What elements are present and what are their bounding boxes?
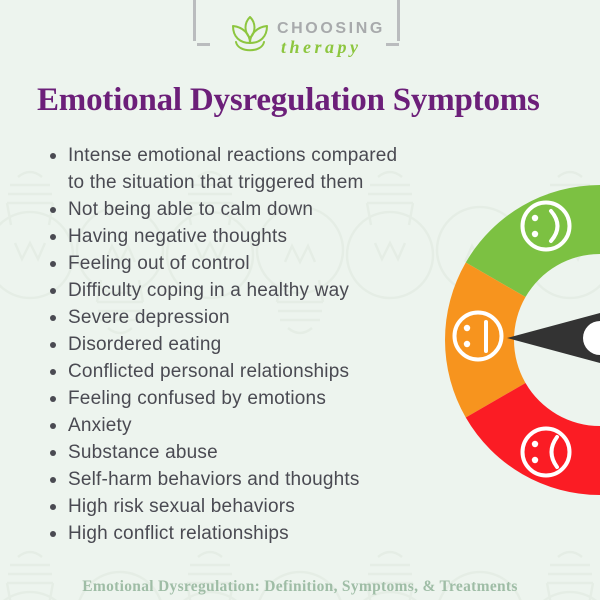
frame-bracket-right-dash <box>386 43 399 46</box>
symptom-item: Feeling confused by emotions <box>48 385 400 412</box>
lightbulb-icon <box>525 170 600 300</box>
frame-bracket-left-vertical <box>193 0 196 41</box>
brand-name-top: CHOOSING <box>277 20 385 37</box>
brand-name-script: therapy <box>281 37 362 57</box>
frame-bracket-left-dash <box>197 43 210 46</box>
symptom-item: High conflict relationships <box>48 520 400 547</box>
symptom-item: Not being able to calm down <box>48 196 400 223</box>
symptom-item: Disordered eating <box>48 331 400 358</box>
lightbulb-icon <box>435 205 525 335</box>
symptom-item: Feeling out of control <box>48 250 400 277</box>
symptom-item: Having negative thoughts <box>48 223 400 250</box>
symptom-item: Anxiety <box>48 412 400 439</box>
symptom-item: Self-harm behaviors and thoughts <box>48 466 400 493</box>
symptom-item: Conflicted personal relationships <box>48 358 400 385</box>
symptoms-list: Intense emotional reactions compared to … <box>48 142 400 547</box>
symptom-item: High risk sexual behaviors <box>48 493 400 520</box>
symptom-item: Difficulty coping in a healthy way <box>48 277 400 304</box>
footer-caption: Emotional Dysregulation: Definition, Sym… <box>82 578 518 595</box>
symptom-item: Intense emotional reactions compared to … <box>48 142 400 196</box>
brand-name: CHOOSING therapy <box>277 20 385 57</box>
symptom-item: Severe depression <box>48 304 400 331</box>
page-title: Emotional Dysregulation Symptoms <box>37 82 540 118</box>
symptom-item: Substance abuse <box>48 439 400 466</box>
choosing-therapy-logo-icon <box>232 16 268 52</box>
frame-bracket-right-vertical <box>397 0 400 41</box>
